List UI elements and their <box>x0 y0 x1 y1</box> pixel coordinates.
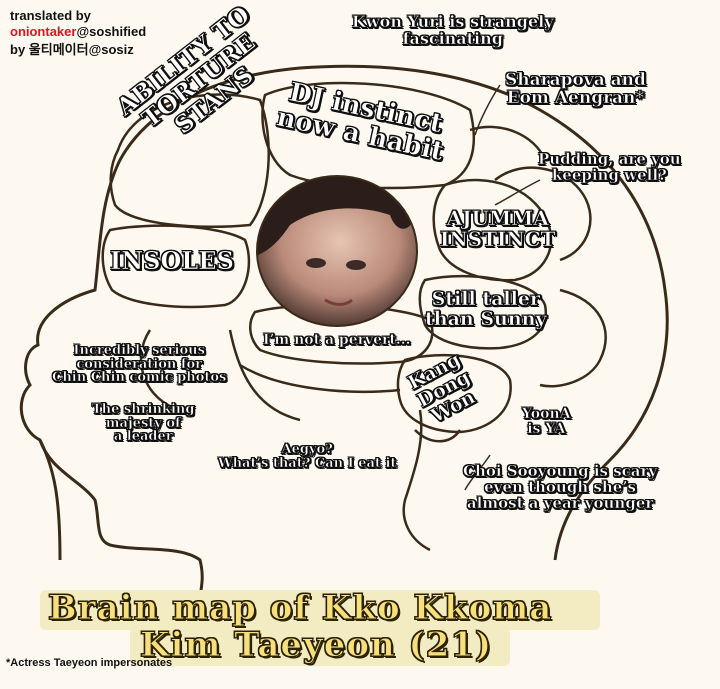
label-ajumma-instinct: AJUMMA INSTINCT <box>440 206 556 251</box>
label-sharapova: Sharapova and Eom Aengran* <box>505 70 646 108</box>
label-not-a-pervert: I’m not a pervert... <box>263 332 411 348</box>
label-still-taller: Still taller than Sunny <box>425 288 547 330</box>
label-choi-sooyoung: Choi Sooyoung is scary even though she’s… <box>463 462 658 512</box>
label-pudding: Pudding, are you keeping well? <box>538 150 681 184</box>
credit-line-2: oniontaker@soshified <box>10 24 146 40</box>
credit-line-3: by 울티메이터@sosiz <box>10 42 134 57</box>
credit-line-1: translated by <box>10 8 91 23</box>
face-profile <box>38 439 204 601</box>
label-yoona: YoonA is YA <box>522 406 571 437</box>
head-outline <box>19 64 669 561</box>
credit-translator-name: oniontaker <box>10 24 77 39</box>
title-line-1: Brain map of Kko Kkoma <box>47 588 553 629</box>
label-aegyo: Aegyo? What’s that? Can I eat it <box>218 442 397 471</box>
title-glow-2 <box>130 628 510 666</box>
title-line-2: Kim Taeyeon (21) <box>139 625 493 666</box>
label-kwon-yuri: Kwon Yuri is strangely fascinating <box>352 12 554 48</box>
title-glow-1 <box>40 590 600 630</box>
footnote: *Actress Taeyeon impersonates <box>6 657 173 669</box>
label-insoles: INSOLES <box>110 246 234 275</box>
leader-lines <box>464 84 541 491</box>
label-shrinking-majesty: The shrinking majesty of a leader <box>92 402 195 445</box>
brain-lobes <box>101 81 607 552</box>
credit-translator-site: @soshified <box>76 24 147 39</box>
label-chin-chin: Incredibly serious consideration for Chi… <box>52 343 227 386</box>
